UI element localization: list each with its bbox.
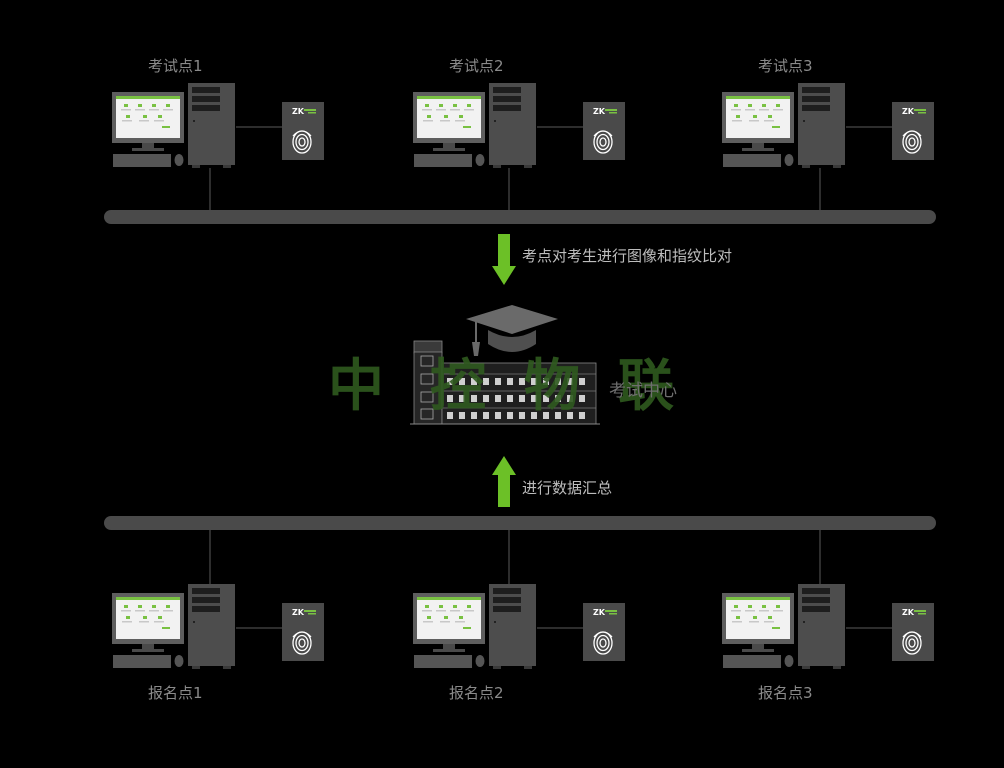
exam-station-3 xyxy=(721,82,935,169)
arrow-down-icon xyxy=(492,234,516,285)
watermark-char-4: 联 xyxy=(618,354,674,419)
exam-point-2-label: 考试点2 xyxy=(449,57,504,75)
registration-point-2-label: 报名点2 xyxy=(449,684,504,702)
exam-station-1 xyxy=(111,82,325,169)
school-building-icon xyxy=(410,340,600,425)
top-network-bus xyxy=(104,210,936,224)
exam-point-1-label: 考试点1 xyxy=(148,57,203,75)
watermark-char-2: 控 xyxy=(430,354,486,419)
watermark-char-1: 中 xyxy=(328,354,384,419)
graduation-cap-icon xyxy=(466,305,558,356)
exam-station-2 xyxy=(412,82,626,169)
registration-point-1-label: 报名点1 xyxy=(148,684,203,702)
arrow-up-label: 进行数据汇总 xyxy=(522,479,612,497)
watermark-char-3: 物 xyxy=(524,354,580,419)
registration-station-1 xyxy=(111,583,325,670)
exam-center-label: 考试中心 xyxy=(609,381,677,401)
registration-station-2 xyxy=(412,583,626,670)
registration-point-3-label: 报名点3 xyxy=(758,684,813,702)
bottom-network-bus xyxy=(104,516,936,530)
exam-point-3-label: 考试点3 xyxy=(758,57,813,75)
arrow-up-icon xyxy=(492,456,516,507)
registration-station-3 xyxy=(721,583,935,670)
arrow-down-label: 考点对考生进行图像和指纹比对 xyxy=(522,247,732,265)
